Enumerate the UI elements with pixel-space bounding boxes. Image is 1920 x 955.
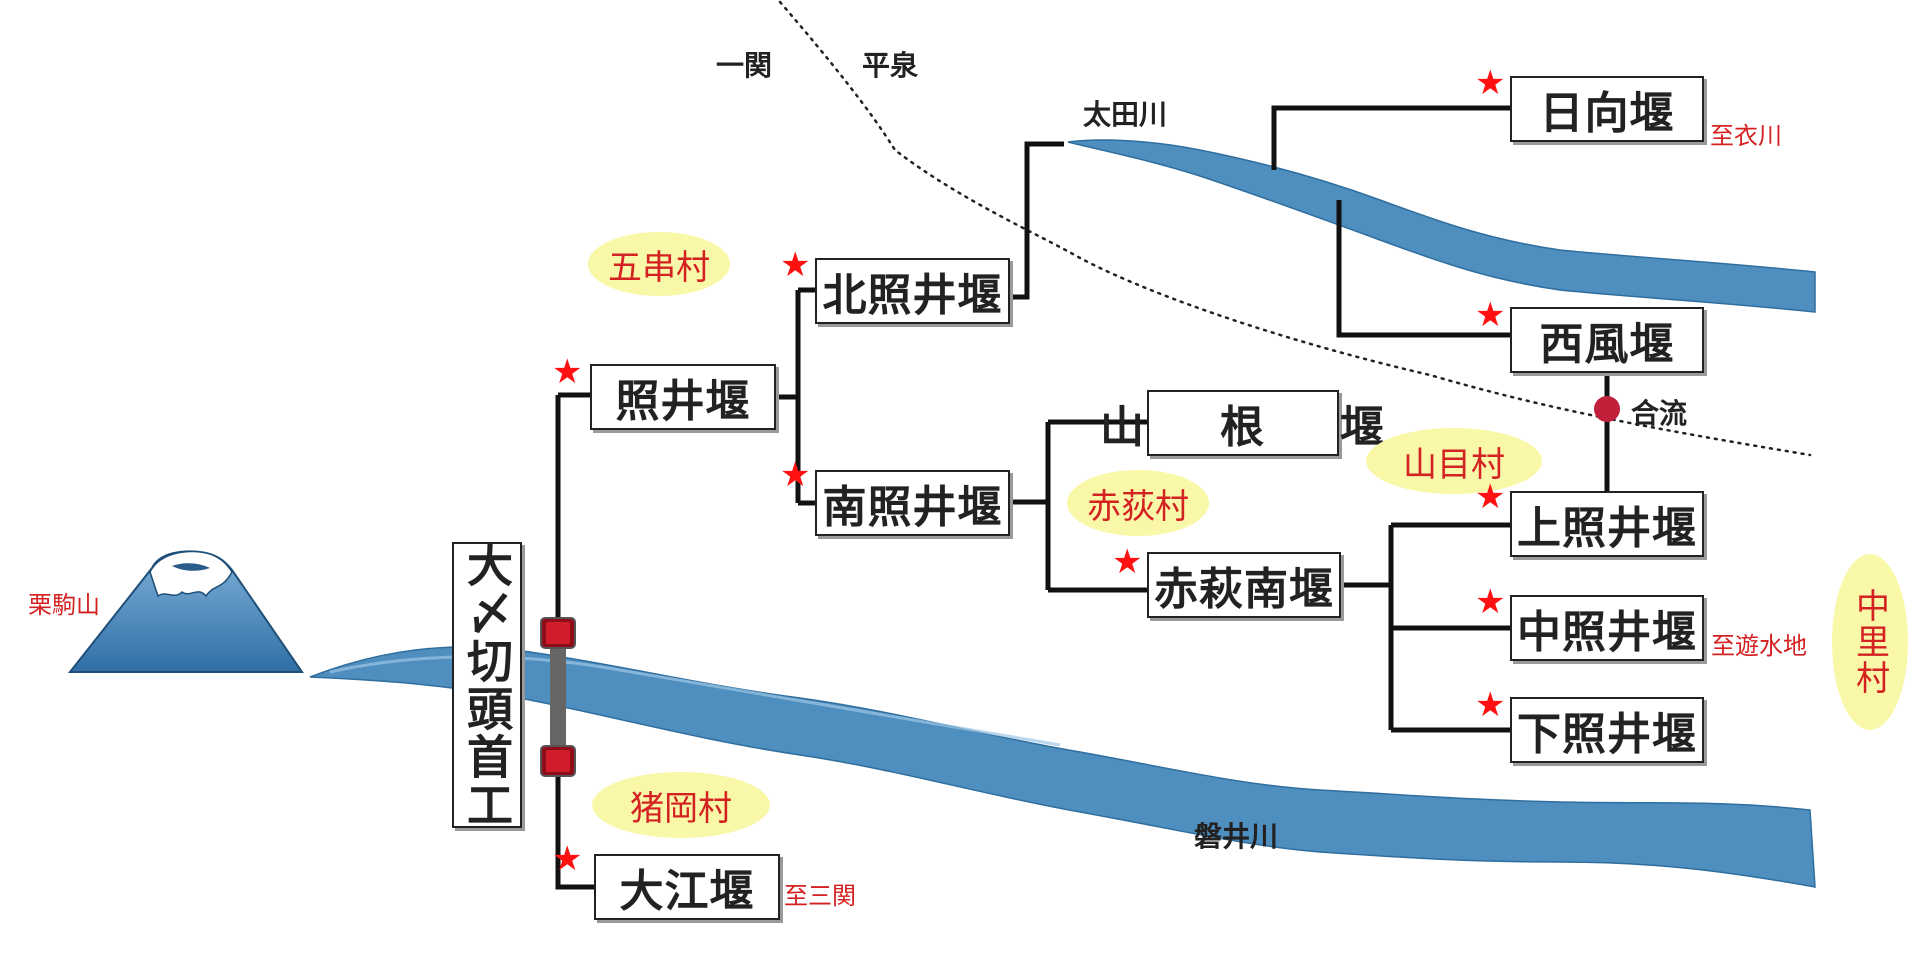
star-icon: ★ <box>1112 542 1143 582</box>
village-yamanome: 山目村 <box>1366 428 1542 494</box>
boundary-dotted-line <box>778 0 1812 457</box>
terui-split <box>775 287 815 506</box>
iwai-river-label: 磐井川 <box>1194 820 1279 853</box>
boundary-label-left: 一関 <box>716 49 773 82</box>
weir-hinata: 日向堰 <box>1510 76 1704 142</box>
weir-yamane: 山 根 堰 <box>1100 390 1384 456</box>
village-akahagi: 赤荻村 <box>1067 470 1209 536</box>
weir-oe: 大江堰 <box>594 854 780 920</box>
weir-kita-terui: 北照井堰 <box>815 258 1010 324</box>
floodgate-icon <box>540 617 576 777</box>
star-icon: ★ <box>1475 477 1506 517</box>
weir-nishikaze: 西風堰 <box>1510 307 1704 373</box>
star-icon: ★ <box>552 352 583 392</box>
mountain-label: 栗駒山 <box>28 591 100 619</box>
village-inooka: 猪岡村 <box>592 772 770 838</box>
star-icon: ★ <box>1475 63 1506 103</box>
hinata-line <box>1271 105 1512 170</box>
village-nakasato: 中里村 <box>1832 554 1908 730</box>
confluence-dot <box>1594 396 1620 422</box>
star-icon: ★ <box>1475 295 1506 335</box>
nishikaze-line <box>1336 200 1512 338</box>
star-icon: ★ <box>552 839 583 879</box>
weir-minami-terui: 南照井堰 <box>815 470 1010 536</box>
akahagi-split <box>1339 522 1512 733</box>
weir-akahagi-minami: 赤萩南堰 <box>1147 552 1341 618</box>
destination-koromogawa: 至衣川 <box>1710 122 1782 150</box>
confluence-label: 合流 <box>1631 397 1688 430</box>
star-icon: ★ <box>1475 582 1506 622</box>
canal-lines <box>555 105 1610 890</box>
minami-split <box>1008 419 1148 593</box>
weir-terui: 照井堰 <box>590 364 776 430</box>
ota-river-label: 太田川 <box>1083 98 1168 131</box>
star-icon: ★ <box>1475 685 1506 725</box>
boundary-label-right: 平泉 <box>862 49 919 82</box>
star-icon: ★ <box>780 245 811 285</box>
weir-kami-terui: 上照井堰 <box>1510 491 1704 557</box>
iwai-river <box>309 646 1816 888</box>
trunk-line <box>555 395 594 890</box>
weir-shimo-terui: 下照井堰 <box>1510 697 1704 763</box>
weir-naka-terui: 中照井堰 <box>1510 595 1704 661</box>
mountain-icon <box>67 550 304 673</box>
ota-river <box>1067 139 1816 313</box>
iwai-river-highlight <box>329 655 1061 747</box>
village-itsukushi: 五串村 <box>588 232 730 296</box>
kita-to-ota <box>1008 141 1064 300</box>
destination-yusuichi: 至遊水地 <box>1711 632 1807 660</box>
destination-sanseki: 至三関 <box>784 882 856 910</box>
headwork-box: 大〆切頭首工 <box>452 541 522 829</box>
star-icon: ★ <box>780 455 811 495</box>
